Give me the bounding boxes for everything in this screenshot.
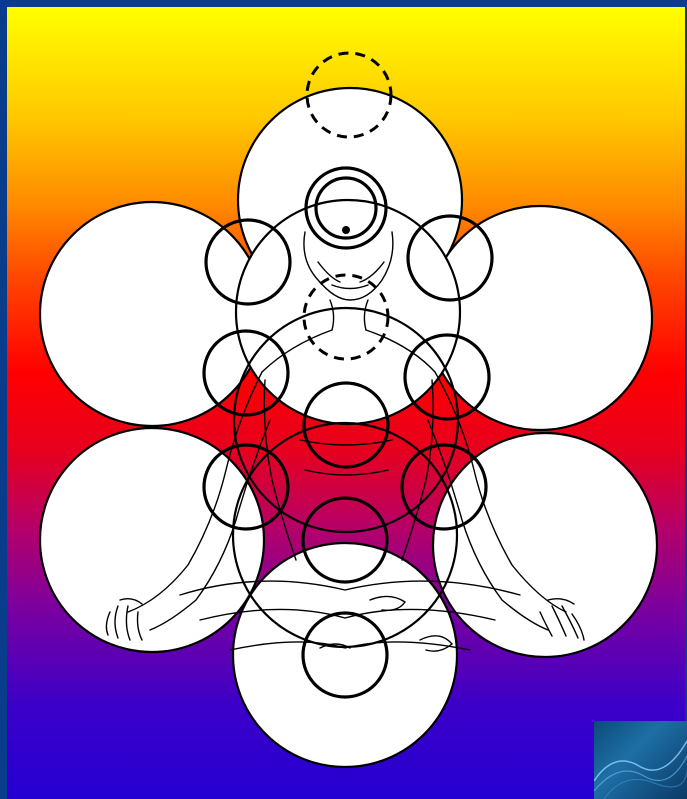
third-eye-dot xyxy=(342,226,350,234)
meditation-circles-figure xyxy=(7,7,685,799)
outer-circle-upper-left xyxy=(40,202,264,426)
gradient-panel xyxy=(7,7,685,799)
outer-circle-lower-left xyxy=(40,428,264,652)
center-circle-upper xyxy=(236,200,460,424)
wave-thumbnail-icon xyxy=(594,721,687,799)
belly-lines xyxy=(300,440,392,475)
wave-thumbnail xyxy=(594,721,687,799)
outer-circle-upper-right xyxy=(428,206,652,430)
outer-circle-bottom xyxy=(233,543,457,767)
outer-circles xyxy=(40,88,657,767)
